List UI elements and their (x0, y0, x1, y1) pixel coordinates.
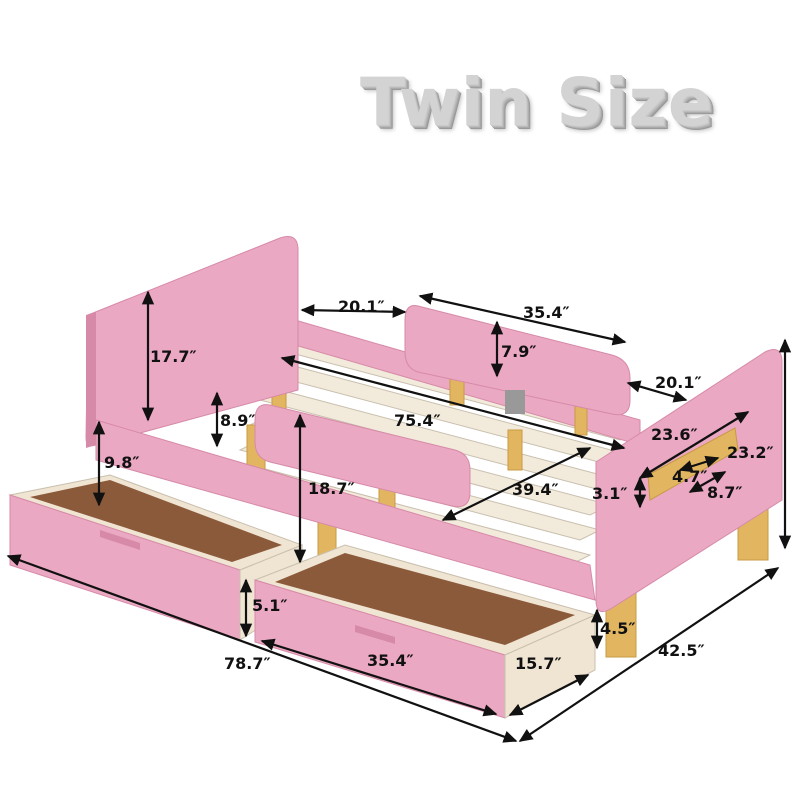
headboard-side (86, 312, 96, 448)
diagram-title: Twin Size (360, 64, 714, 141)
footboard-cutout-depth-label: 8.7″ (707, 483, 743, 502)
drawer-depth-label: 15.7″ (515, 654, 562, 673)
guardrail-height-label: 7.9″ (501, 342, 537, 361)
guardrail-length-label: 35.4″ (523, 303, 570, 322)
headboard-height-label: 17.7″ (150, 347, 197, 366)
inner-width-label: 39.4″ (512, 480, 559, 499)
footboard-width-label: 23.6″ (651, 425, 698, 444)
overall-width-label: 42.5″ (658, 641, 705, 660)
drawer-length-label: 35.4″ (367, 651, 414, 670)
side-gap-left-label: 20.1″ (338, 297, 385, 316)
side-gap-right-label: 20.1″ (655, 373, 702, 392)
headboard-side-height-label: 9.8″ (104, 453, 140, 472)
dimension-lines (6, 290, 792, 743)
footboard-clearance-label: 3.1″ (592, 484, 628, 503)
inner-length-label: 75.4″ (394, 411, 441, 430)
drawer-height-label: 5.1″ (252, 596, 288, 615)
rail-height-label: 8.9″ (220, 411, 256, 430)
footboard-height-label: 23.2″ (727, 443, 774, 462)
footboard-cutout-width-label: 4.7″ (672, 467, 708, 486)
overall-length-label: 78.7″ (224, 654, 271, 673)
front-rail-height-label: 18.7″ (308, 479, 355, 498)
leg-clearance-label: 4.5″ (600, 619, 636, 638)
